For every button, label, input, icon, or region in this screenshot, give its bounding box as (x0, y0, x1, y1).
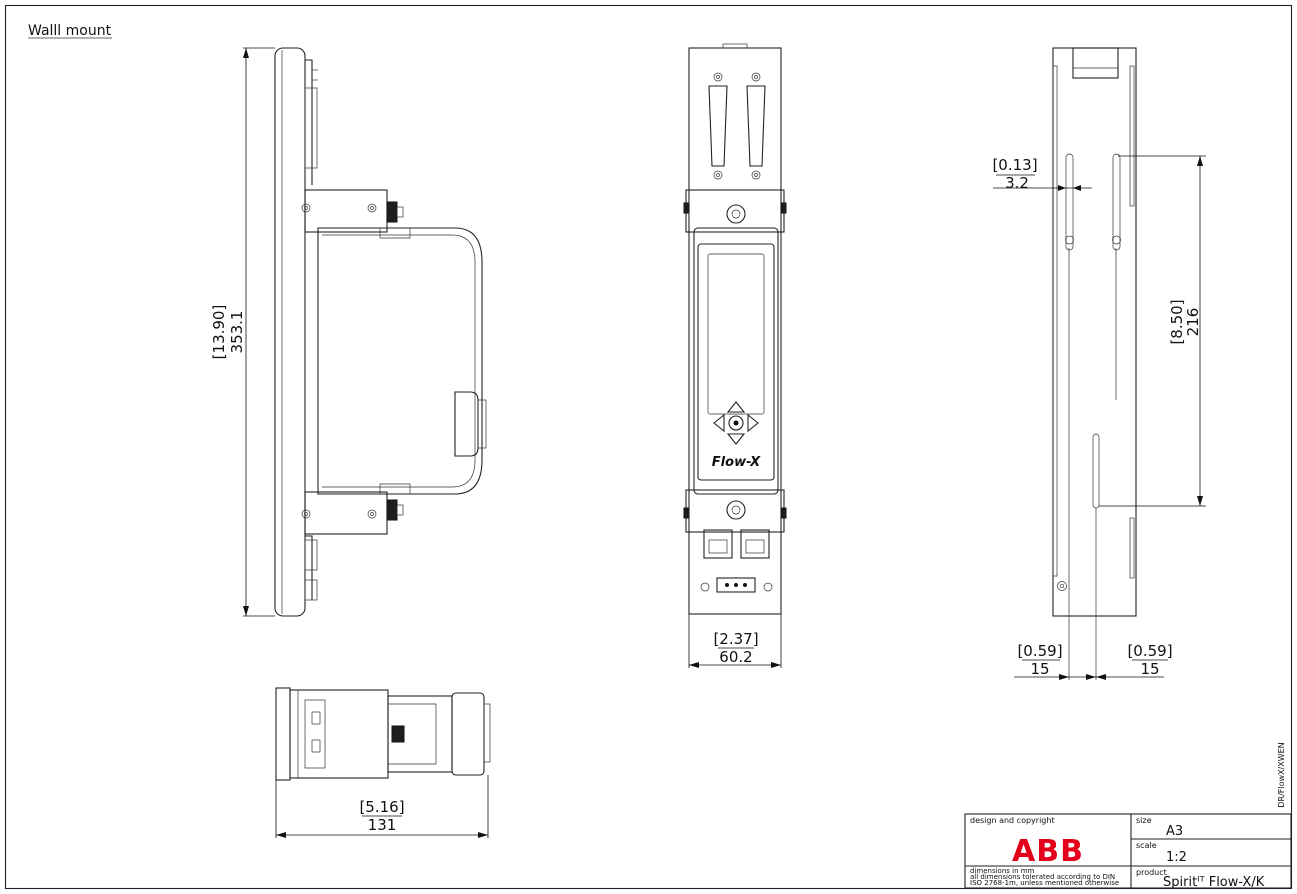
dims-note-2: all dimensions tolerated according to DI… (970, 873, 1115, 881)
rear-gap-mm: 3.2 (1005, 174, 1029, 192)
front-view (683, 43, 787, 668)
rear-pitch-inch: [8.50] (1168, 299, 1186, 344)
scale-label: scale (1136, 841, 1157, 850)
design-copyright-label: design and copyright (970, 816, 1055, 825)
abb-logo: ABB (1012, 834, 1084, 869)
dims-note-1: dimensions in mm (970, 867, 1035, 875)
rear-offset-left-inch: [0.59] (1017, 642, 1062, 660)
side-view (243, 47, 487, 617)
sheet-border (4, 4, 1293, 890)
product-label: product (1136, 868, 1167, 877)
drawing-reference-label: DR/FlowX/XWEN (1277, 742, 1286, 807)
top-depth-inch: [5.16] (359, 798, 404, 816)
front-device-logo: Flow-X (712, 455, 761, 470)
front-width-inch: [2.37] (713, 630, 758, 648)
size-label: size (1136, 816, 1152, 825)
rear-offset-right-mm: 15 (1140, 660, 1159, 678)
scale-value: 1:2 (1166, 850, 1187, 865)
rear-offset-right-inch: [0.59] (1127, 642, 1172, 660)
product-value: Spiritᴵᵀ Flow-X/K (1163, 875, 1265, 890)
size-value: A3 (1166, 824, 1183, 839)
side-height-inch: [13.90] (210, 305, 228, 360)
rear-gap-inch: [0.13] (992, 156, 1037, 174)
side-height-mm: 353.1 (228, 311, 246, 354)
sheet-title: Walll mount (28, 23, 112, 39)
dims-note-3: ISO 2768-1m, unless mentioned otherwise (970, 879, 1119, 887)
title-block (964, 813, 1292, 889)
front-width-mm: 60.2 (719, 648, 752, 666)
rear-offset-left-mm: 15 (1030, 660, 1049, 678)
rear-pitch-mm: 216 (1184, 308, 1202, 337)
top-depth-mm: 131 (368, 816, 397, 834)
top-view (275, 687, 491, 838)
rear-view (993, 47, 1206, 680)
